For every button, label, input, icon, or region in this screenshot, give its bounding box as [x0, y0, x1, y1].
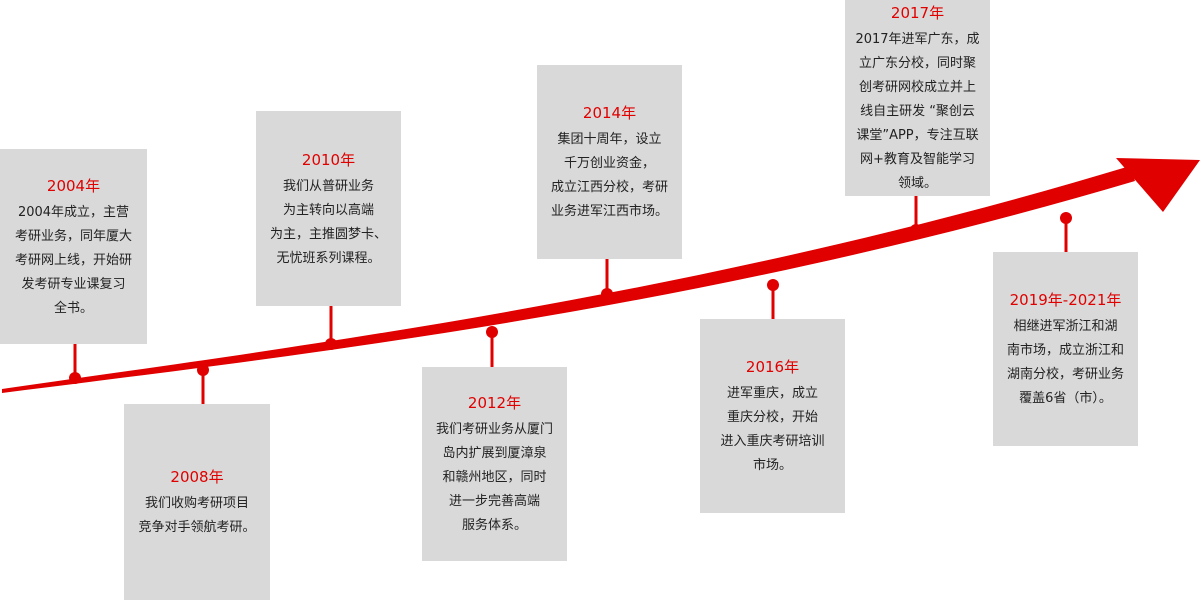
milestone-year: 2004年 — [46, 176, 101, 195]
milestone-box-2008: 2008年 我们收购考研项目 竞争对手领航考研。 — [124, 404, 270, 600]
milestone-text-line: 竞争对手领航考研。 — [138, 520, 256, 535]
milestone-year: 2016年 — [745, 358, 800, 376]
milestone-box-2010: 2010年 我们从普研业务 为主转向以高端 为主，主推圆梦卡、 无忧班系列课程。 — [256, 111, 401, 306]
milestone-year: 2012年 — [467, 394, 522, 412]
milestone-text-line: 相继进军浙江和湖 — [1013, 319, 1118, 334]
milestone-text-line: 为主转向以高端 — [282, 202, 374, 218]
milestone-text-line: 领域。 — [897, 176, 937, 191]
milestone-text-line: 立广东分校，同时聚 — [858, 56, 976, 71]
milestone-text-line: 进一步完善高端 — [448, 494, 540, 509]
milestone-text-line: 服务体系。 — [461, 518, 527, 533]
milestone-box-2014: 2014年 集团十周年，设立 千万创业资金， 成立江西分校，考研 业务进军江西市… — [537, 65, 682, 259]
dot-2010 — [325, 338, 337, 350]
milestone-text-line: 岛内扩展到厦漳泉 — [442, 446, 547, 461]
timeline-dots — [69, 212, 1072, 384]
dot-2004 — [69, 372, 81, 384]
milestone-text-line: 集团十周年，设立 — [557, 132, 662, 147]
milestone-box-2012: 2012年 我们考研业务从厦门 岛内扩展到厦漳泉 和赣州地区，同时 进一步完善高… — [422, 367, 567, 561]
milestone-text-line: 2017年进军广东，成 — [855, 32, 980, 47]
milestone-text-line: 进入重庆考研培训 — [720, 434, 825, 449]
milestone-text-line: 我们考研业务从厦门 — [435, 422, 553, 437]
milestone-box-2019-2021: 2019年-2021年 相继进军浙江和湖 南市场，成立浙江和 湖南分校，考研业务… — [993, 252, 1138, 446]
milestone-text-line: 重庆分校，开始 — [726, 410, 818, 425]
milestone-text-line: 成立江西分校，考研 — [550, 180, 668, 195]
milestone-text-line: 无忧班系列课程。 — [276, 250, 381, 266]
milestone-text-line: 市场。 — [752, 458, 792, 473]
milestone-text-line: 线自主研发 “聚创云 — [860, 104, 975, 119]
milestone-text-line: 发考研专业课复习 — [21, 276, 126, 292]
milestone-box-2004: 2004年 2004年成立，主营 考研业务，同年厦大 考研网上线，开始研 发考研… — [0, 149, 147, 344]
milestone-text-line: 千万创业资金， — [563, 156, 655, 171]
milestone-text-line: 网+教育及智能学习 — [860, 152, 975, 167]
milestone-year: 2019年-2021年 — [1009, 291, 1122, 309]
milestone-text-line: 我们收购考研项目 — [144, 496, 249, 511]
dot-2019 — [1060, 212, 1072, 224]
milestone-text-line: 覆盖6省（市）。 — [1019, 391, 1112, 406]
milestone-text-line: 为主，主推圆梦卡、 — [269, 226, 387, 242]
dot-2008 — [197, 364, 209, 376]
milestone-year: 2008年 — [170, 468, 224, 486]
milestone-box-2017: 2017年 2017年进军广东，成 立广东分校，同时聚 创考研网校成立并上 线自… — [845, 0, 990, 196]
milestone-text-line: 创考研网校成立并上 — [858, 80, 976, 95]
timeline-arrow-head — [1116, 158, 1200, 212]
dot-2012 — [486, 326, 498, 338]
milestone-text-line: 2004年成立，主营 — [17, 204, 130, 220]
milestone-text-line: 南市场，成立浙江和 — [1006, 343, 1124, 358]
milestone-text-line: 进军重庆，成立 — [726, 386, 818, 401]
milestone-text-line: 业务进军江西市场。 — [550, 204, 668, 219]
milestone-text-line: 考研业务，同年厦大 — [14, 228, 132, 244]
milestone-year: 2010年 — [301, 150, 356, 169]
milestone-text-line: 湖南分校，考研业务 — [1006, 367, 1124, 382]
dot-2017 — [910, 224, 922, 236]
milestone-year: 2014年 — [582, 104, 637, 122]
milestone-text-line: 和赣州地区，同时 — [442, 470, 547, 485]
milestone-year: 2017年 — [890, 4, 945, 22]
milestone-box-2016: 2016年 进军重庆，成立 重庆分校，开始 进入重庆考研培训 市场。 — [700, 319, 845, 513]
dot-2014 — [601, 288, 613, 300]
milestone-text-line: 全书。 — [53, 300, 93, 316]
milestone-text-line: 我们从普研业务 — [282, 178, 374, 194]
milestone-text-line: 考研网上线，开始研 — [14, 252, 132, 268]
milestone-text-line: 课堂”APP，专注互联 — [856, 128, 979, 143]
dot-2016 — [767, 279, 779, 291]
